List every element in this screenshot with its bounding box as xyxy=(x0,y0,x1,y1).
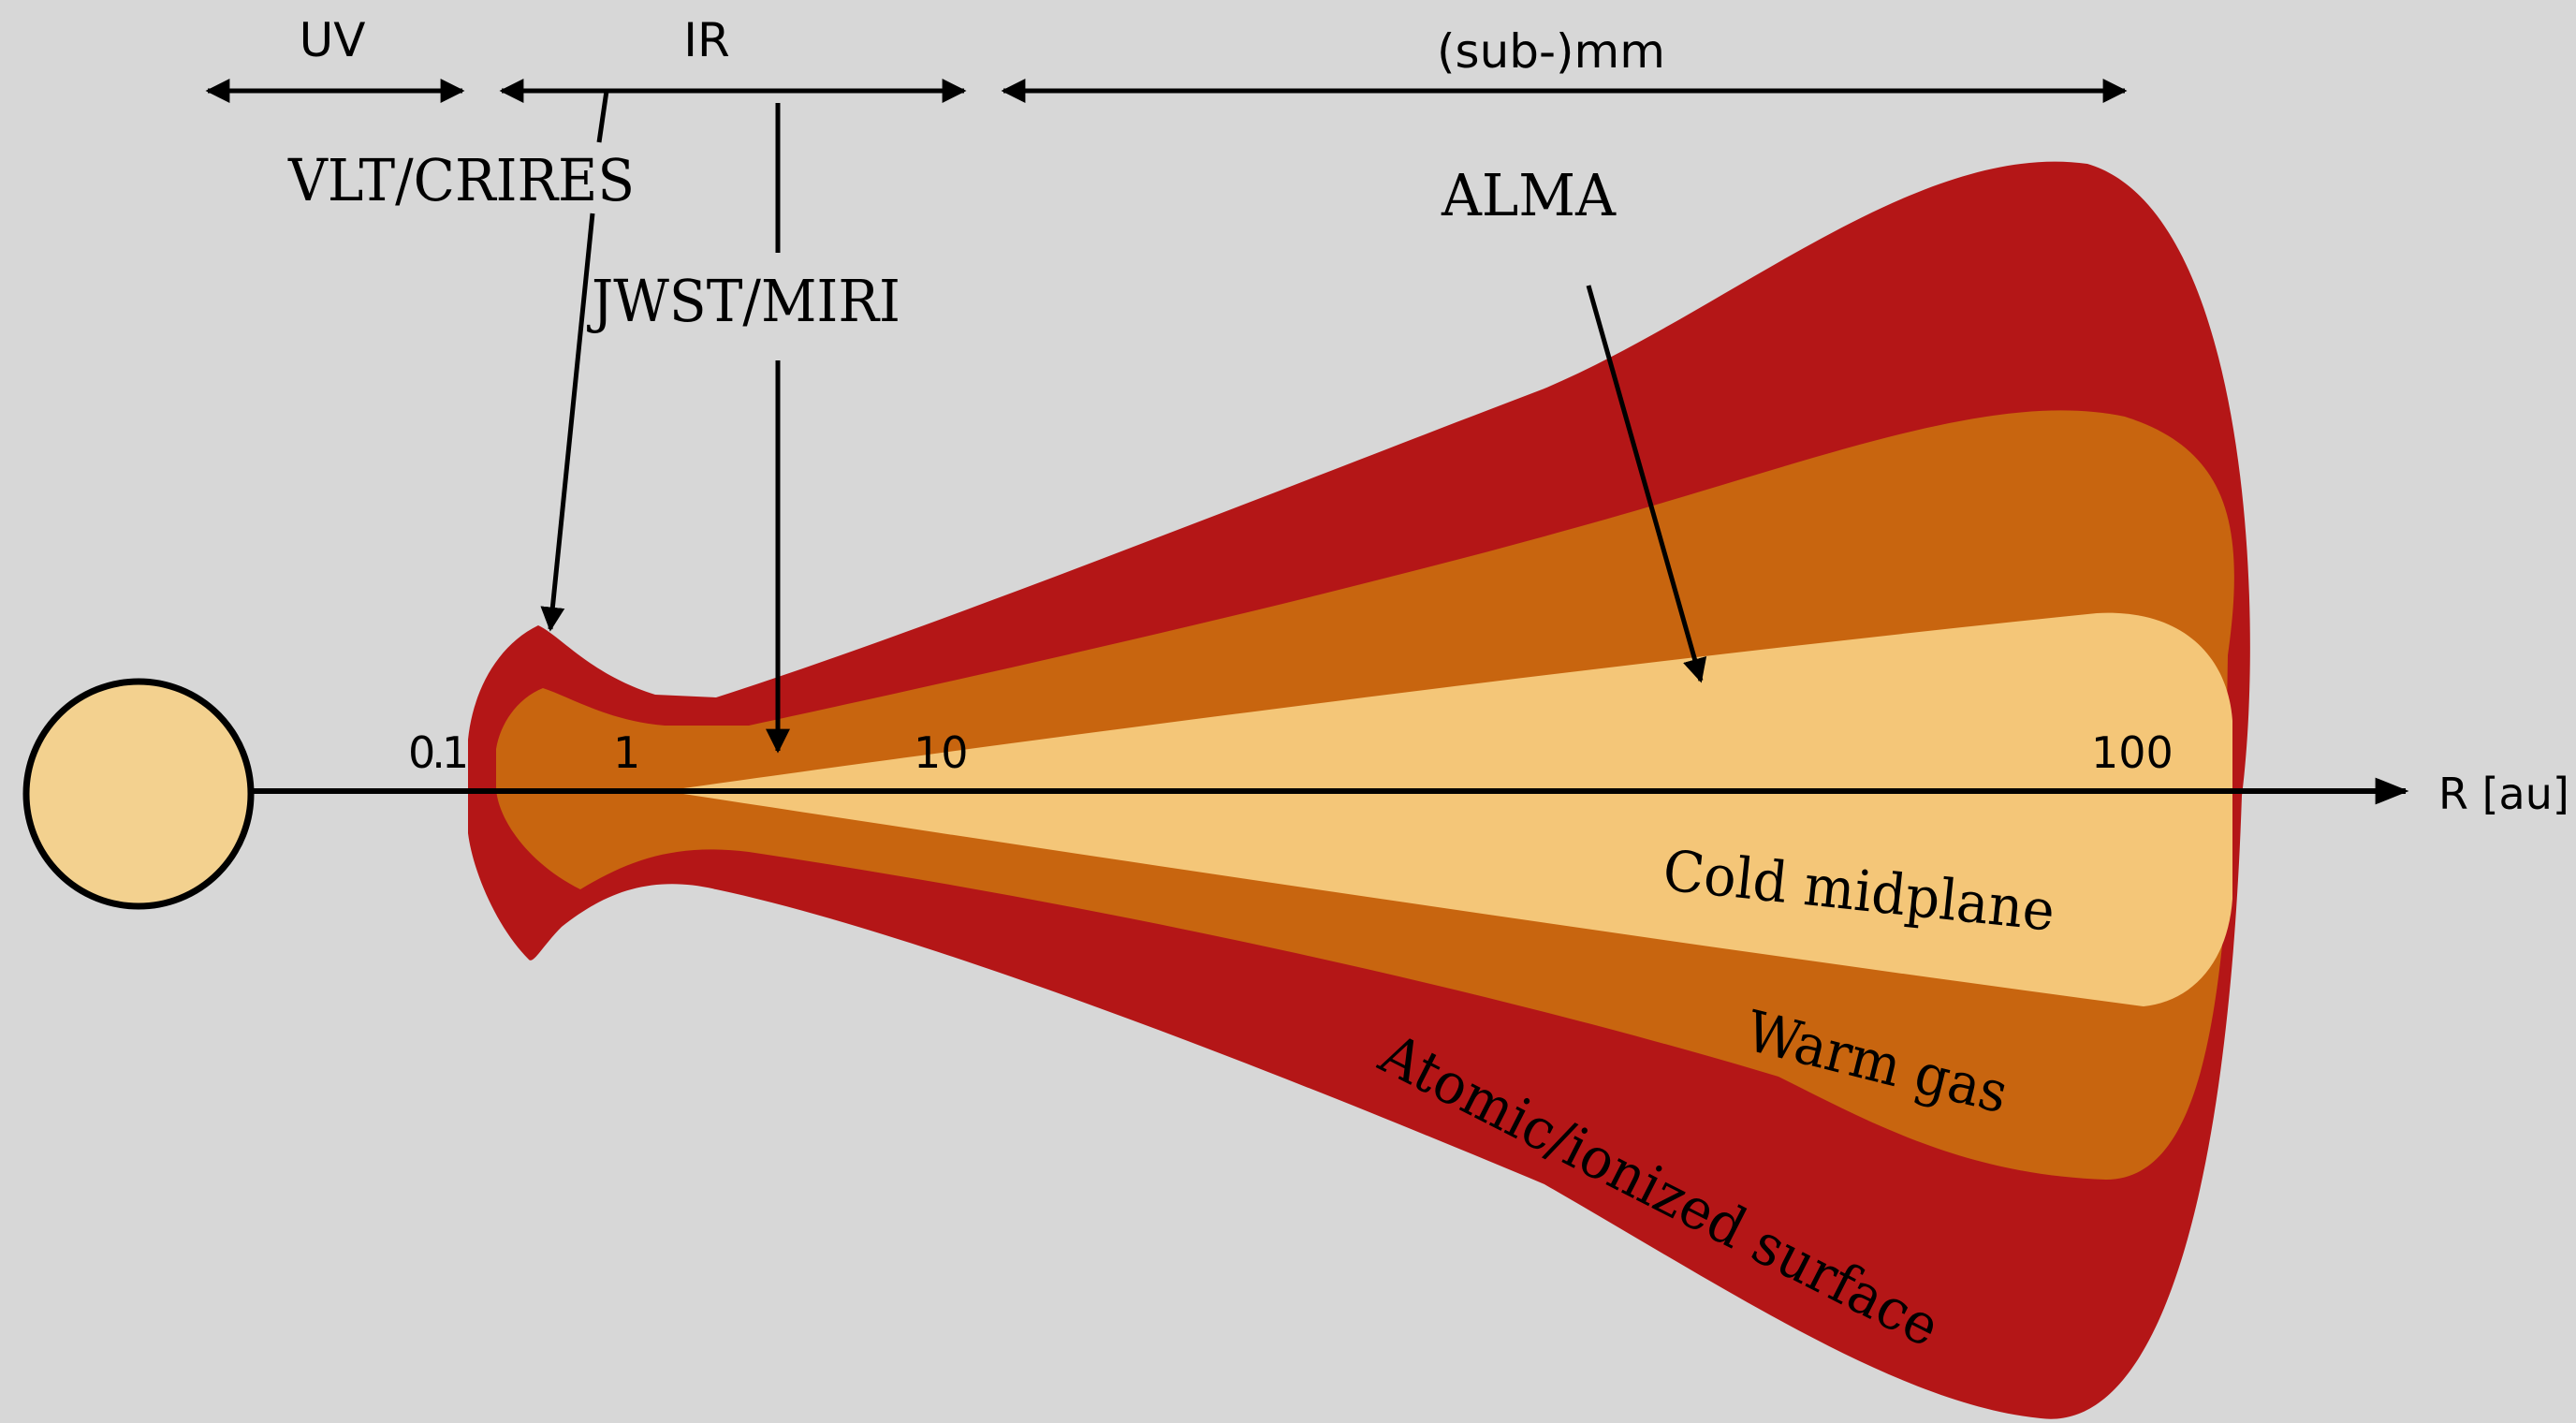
miri-label: JWST/MIRI xyxy=(586,267,900,335)
crires-pointer-arrow xyxy=(540,213,595,632)
tick-label-1: 1 xyxy=(613,727,640,778)
uv-band-label: UV xyxy=(300,13,366,67)
crires-pointer-upper xyxy=(596,90,609,143)
axis-label: R [au] xyxy=(2438,769,2569,819)
tick-label-0.1: 0.1 xyxy=(408,727,466,778)
cold-layer xyxy=(683,612,2232,1006)
alma-pointer-arrow xyxy=(1586,285,1707,683)
star-circle-icon xyxy=(22,678,255,910)
alma-label: ALMA xyxy=(1441,161,1617,229)
tick-label-10: 10 xyxy=(914,727,969,778)
crires-label: VLT/CRIRES xyxy=(287,146,635,214)
submm-band-label: (sub-)mm xyxy=(1437,24,1665,79)
ir-band-label: IR xyxy=(683,13,730,67)
tick-label-100: 100 xyxy=(2091,727,2174,778)
